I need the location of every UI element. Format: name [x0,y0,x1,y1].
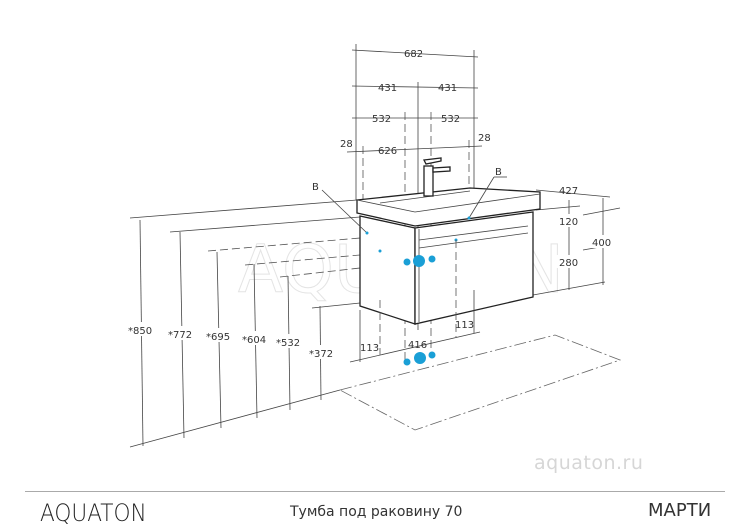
dim-626: 626 [378,146,397,157]
dim-695: *695 [206,332,230,343]
product-title: Тумба под раковину 70 [290,504,463,520]
dim-113-left: 113 [360,343,379,354]
bottom-dimension-lines [349,240,481,363]
dim-28-right: 28 [478,133,491,144]
dim-532: *532 [276,338,300,349]
faucet-icon [423,157,451,197]
floor-connection-icons [403,351,436,366]
dim-416: 416 [408,340,427,351]
dim-120: 120 [559,217,578,228]
callout-b-right: B [495,167,502,178]
website-link[interactable]: aquaton.ru [534,452,644,474]
dim-427: 427 [559,186,578,197]
dim-532-right: 532 [441,114,460,125]
dim-372: *372 [309,349,333,360]
brand-logo: AQUATON [40,499,147,527]
footer-divider [25,491,725,492]
callout-b-left: B [312,182,319,193]
dim-113-right: 113 [455,320,474,331]
dim-431-left: 431 [378,83,397,94]
sink [356,187,541,227]
height-extension-lines [129,199,361,448]
dim-682: 682 [404,49,423,60]
technical-drawing: AQUATON 682 431 431 532 532 28 626 28 [126,44,622,448]
dim-772: *772 [168,330,192,341]
wall-connection-icons [403,255,436,267]
callout-leader-right [468,176,495,219]
dim-850: *850 [128,326,152,337]
dim-431-right: 431 [438,83,457,94]
callout-leader-left [321,189,368,234]
model-name: МАРТИ [648,500,712,521]
dim-532-left: 532 [372,114,391,125]
dim-604: *604 [242,335,266,346]
floor-footprint [338,334,622,431]
dim-28-left: 28 [340,139,353,150]
dim-400: 400 [592,238,611,249]
cabinet [359,211,534,325]
top-dimension-lines [346,49,483,153]
dim-280: 280 [559,258,578,269]
